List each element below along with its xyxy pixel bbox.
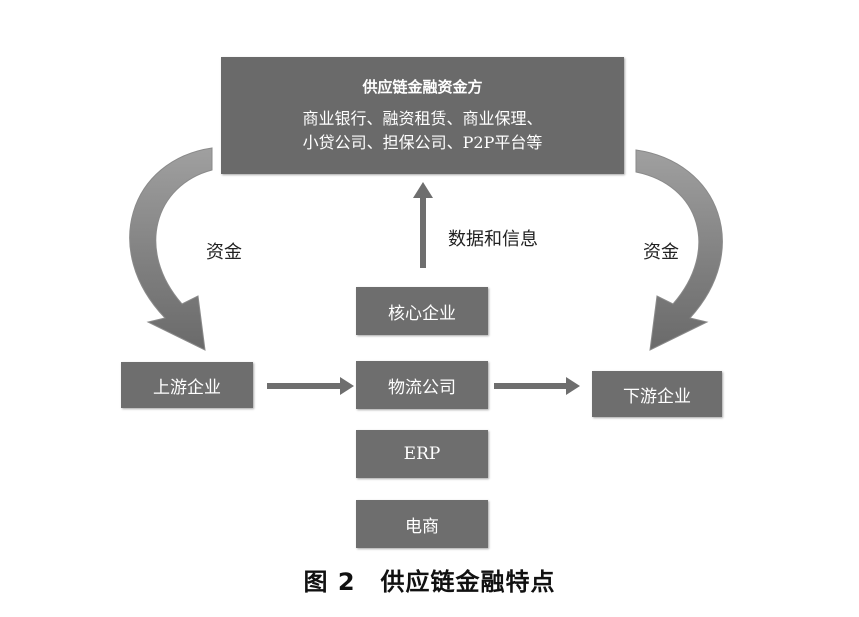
erp-box: ERP	[356, 430, 488, 478]
core-enterprise-label: 核心企业	[388, 303, 456, 324]
downstream-enterprise-label: 下游企业	[623, 386, 691, 407]
funder-line-1: 商业银行、融资租赁、商业保理、	[302, 109, 543, 128]
funds-right-label: 资金	[643, 242, 679, 263]
data-info-label: 数据和信息	[448, 229, 538, 250]
funder-line-2: 小贷公司、担保公司、P2P平台等	[302, 133, 543, 152]
upstream-enterprise-box: 上游企业	[121, 362, 253, 408]
left-curved-arrow	[129, 147, 213, 351]
ecommerce-box: 电商	[356, 500, 488, 548]
upstream-enterprise-label: 上游企业	[153, 377, 221, 398]
arrow-logistics-to-downstream	[494, 377, 580, 395]
right-curved-arrow	[635, 149, 723, 351]
up-arrow	[413, 182, 433, 268]
core-enterprise-box: 核心企业	[356, 287, 488, 335]
arrow-upstream-to-logistics	[267, 377, 354, 395]
erp-label: ERP	[403, 444, 441, 464]
funder-title: 供应链金融资金方	[362, 78, 483, 96]
ecommerce-label: 电商	[405, 516, 439, 537]
logistics-company-box: 物流公司	[356, 361, 488, 409]
logistics-company-label: 物流公司	[388, 377, 456, 398]
funds-left-label: 资金	[206, 242, 242, 263]
funder-box: 供应链金融资金方 商业银行、融资租赁、商业保理、 小贷公司、担保公司、P2P平台…	[221, 57, 624, 174]
downstream-enterprise-box: 下游企业	[592, 371, 722, 417]
figure-caption: 图 2 供应链金融特点	[303, 568, 556, 596]
